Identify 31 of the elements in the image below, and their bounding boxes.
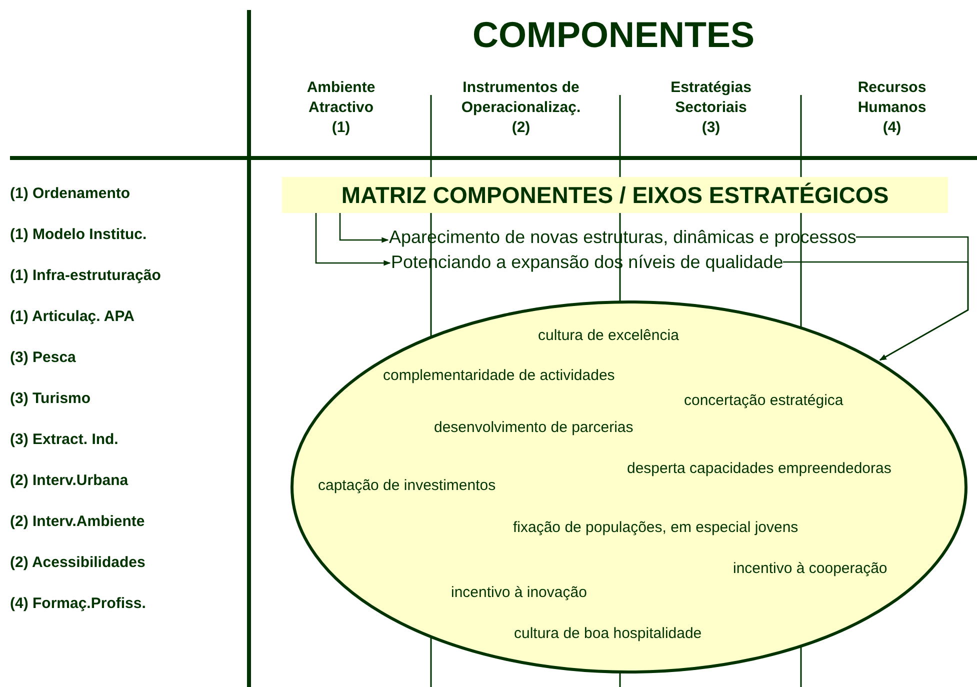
row-label: (1) Infra-estruturação xyxy=(10,266,161,286)
ellipse-text: desperta capacidades empreendedoras xyxy=(627,460,892,478)
column-header: Ambiente Atractivo (1) xyxy=(306,78,376,138)
row-label: (4) Formaç.Profiss. xyxy=(10,594,146,614)
row-label: (3) Turismo xyxy=(10,389,91,409)
row-label: (3) Extract. Ind. xyxy=(10,430,118,450)
ellipse-text: complementaridade de actividades xyxy=(383,367,615,385)
ellipse-text: fixação de populações, em especial jovens xyxy=(513,519,798,537)
ellipse-text: cultura de boa hospitalidade xyxy=(514,625,702,643)
column-header: Recursos Humanos (4) xyxy=(856,78,928,138)
title-band: MATRIZ COMPONENTES / EIXOS ESTRATÉGICOS xyxy=(282,177,948,213)
ellipse-text: desenvolvimento de parcerias xyxy=(434,419,634,437)
ellipse-shape xyxy=(290,300,968,674)
row-label: (1) Articulaç. APA xyxy=(10,307,134,327)
row-label: (2) Interv.Urbana xyxy=(10,471,128,491)
ellipse-text: incentivo à inovação xyxy=(451,584,587,602)
row-label: (2) Acessibilidades xyxy=(10,553,146,573)
heading: COMPONENTES xyxy=(471,14,756,56)
arrow xyxy=(783,261,969,361)
row-label: (1) Ordenamento xyxy=(10,184,130,204)
row-label: (3) Pesca xyxy=(10,348,76,368)
column-header: Instrumentos de Operacionalizaç. (2) xyxy=(460,78,582,138)
row-label: (2) Interv.Ambiente xyxy=(10,512,145,532)
arrow xyxy=(315,213,391,266)
ellipse-text: cultura de excelência xyxy=(538,327,679,345)
ellipse-text: captação de investimentos xyxy=(318,477,496,495)
ellipse-text: incentivo à cooperação xyxy=(733,560,888,578)
arrow xyxy=(339,213,389,243)
row-label: (1) Modelo Instituc. xyxy=(10,225,147,245)
ellipse-text: concertação estratégica xyxy=(684,392,844,410)
column-header: Estratégias Sectoriais (3) xyxy=(670,78,752,138)
